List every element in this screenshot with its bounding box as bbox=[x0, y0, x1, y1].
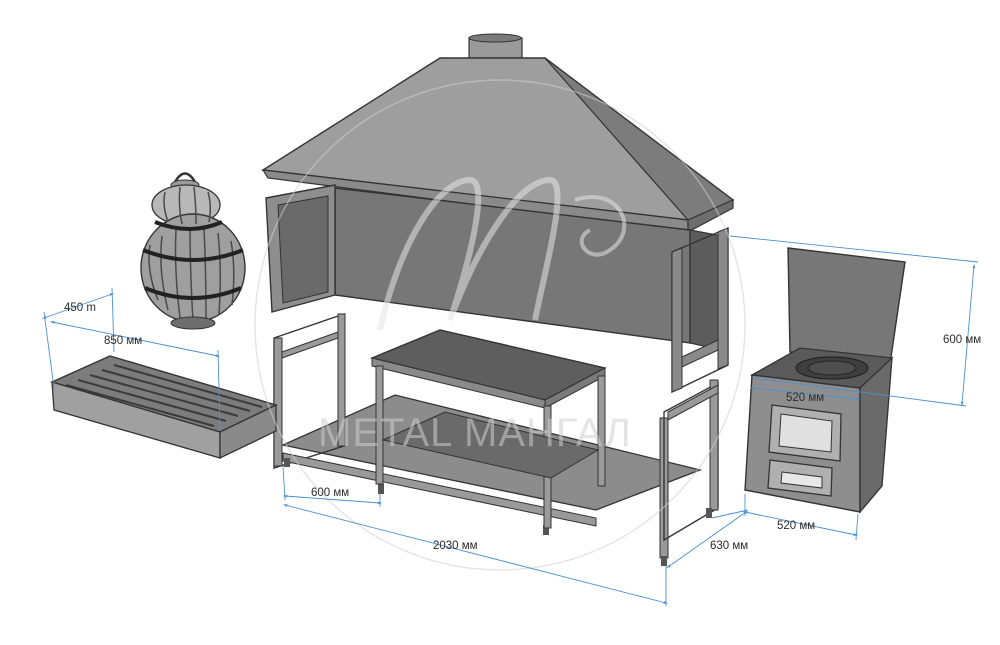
frame-length-label: 2030 мм bbox=[433, 540, 478, 552]
stove-unit bbox=[744, 247, 906, 514]
dimension-lines bbox=[41, 235, 979, 606]
inner-table bbox=[369, 329, 607, 529]
stove-base-width-label: 520 мм bbox=[777, 520, 815, 532]
stand-depth-label: 630 мм bbox=[710, 540, 748, 552]
dimension-labels: 450 m 850 мм 600 мм 2030 мм 630 мм 600 м… bbox=[64, 302, 981, 552]
grill-width-label: 850 мм bbox=[104, 335, 142, 347]
grill-tray bbox=[49, 355, 278, 460]
watermark-text: METAL МАНГАЛ bbox=[318, 411, 632, 455]
back-panel-assembly bbox=[265, 184, 729, 394]
stove-top-width-label: 520 мм bbox=[786, 392, 824, 404]
grill-depth-label: 450 m bbox=[64, 302, 96, 314]
hood-height-label: 600 мм bbox=[943, 334, 981, 346]
tandoor-oven bbox=[140, 172, 246, 330]
frame-depth-label: 600 мм bbox=[311, 487, 349, 499]
